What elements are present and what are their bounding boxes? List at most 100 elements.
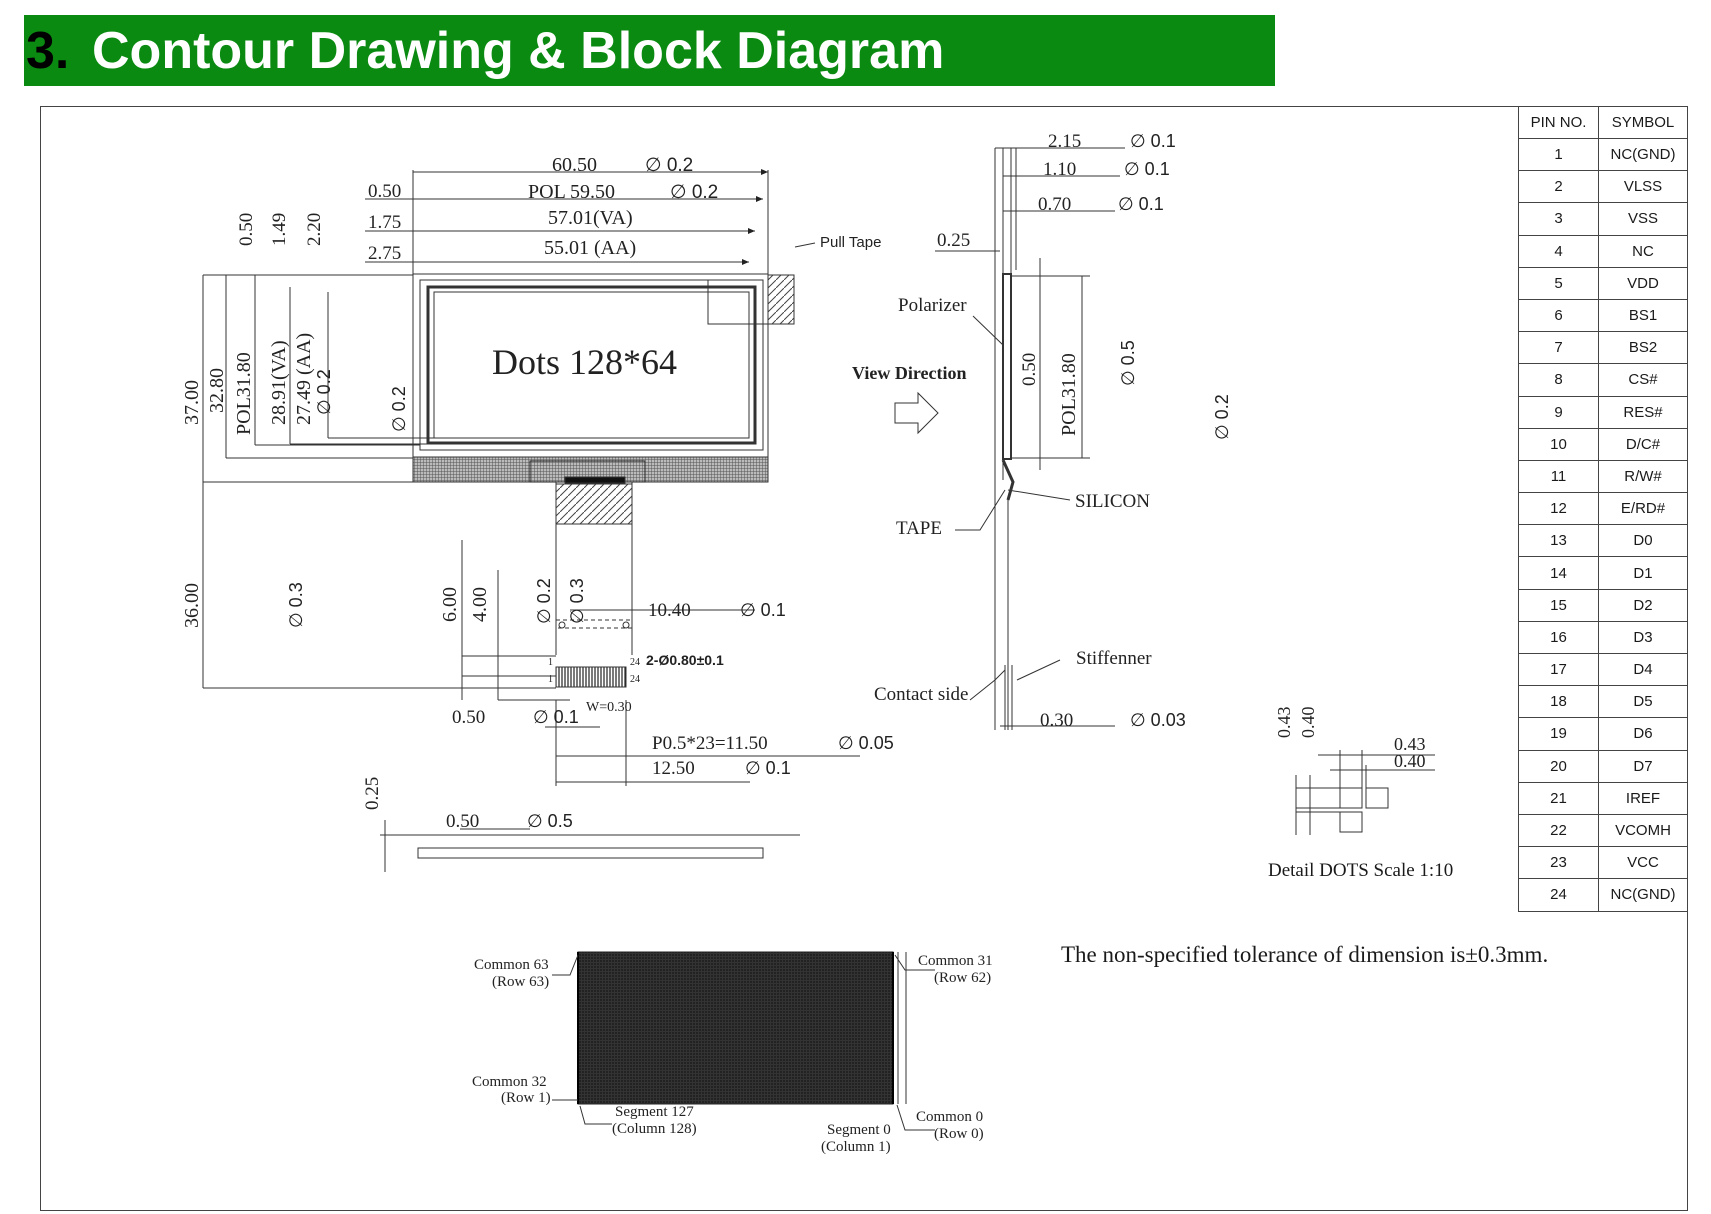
- pin-number: 8: [1518, 363, 1599, 397]
- column-128-label: (Column 128): [612, 1121, 697, 1137]
- dim-fpc-1040-tol: ∅ 0.1: [740, 600, 786, 620]
- section-title: Contour Drawing & Block Diagram: [92, 22, 945, 80]
- pin-symbol: IREF: [1598, 781, 1688, 815]
- pin-symbol: NC: [1598, 234, 1688, 268]
- pin-number: 9: [1518, 395, 1599, 429]
- dim-side-030: 0.30: [1040, 710, 1073, 731]
- side-view-outline: [894, 147, 1125, 730]
- dim-va-height: 28.91(VA): [268, 340, 290, 425]
- detail-dots-drawing: [1295, 750, 1435, 835]
- pin-symbol: NC(GND): [1598, 137, 1688, 172]
- detail-dots-labels: 0.43 0.40 0.43 0.40: [1274, 707, 1426, 772]
- pin-number: 22: [1518, 813, 1599, 848]
- pin-symbol: D0: [1598, 524, 1688, 558]
- common-31-label: Common 31: [918, 953, 993, 969]
- dim-side-070-tol: ∅ 0.1: [1118, 194, 1164, 214]
- dim-aa-width: 55.01 (AA): [544, 237, 636, 259]
- pin-no-header: PIN NO.: [1518, 106, 1599, 139]
- symbol-header: SYMBOL: [1598, 106, 1688, 139]
- pin-symbol: VDD: [1598, 266, 1688, 300]
- pin-symbol: BS2: [1598, 331, 1688, 365]
- common-0-label: Common 0: [916, 1109, 983, 1125]
- pin-symbol: VSS: [1598, 202, 1688, 236]
- tape-label: TAPE: [896, 518, 942, 539]
- active-area: [433, 291, 750, 439]
- detail-dim-040-v: 0.40: [1298, 707, 1318, 739]
- dim-contact-width: W=0.30: [586, 700, 632, 715]
- fpc-stiffener: [555, 483, 633, 525]
- dim-profile-050-tol: ∅ 0.5: [527, 811, 573, 831]
- pin-number: 17: [1518, 652, 1599, 687]
- pin-number: 10: [1518, 427, 1599, 461]
- pin-number: 20: [1518, 749, 1599, 783]
- pin-symbol: VLSS: [1598, 170, 1688, 204]
- pin-number: 2: [1518, 170, 1599, 204]
- pin-mark-1-top: 1: [548, 657, 553, 668]
- pin-number: 15: [1518, 588, 1599, 622]
- detail-dim-043-h: 0.43: [1394, 734, 1426, 754]
- dim-overall-width: 60.50: [552, 154, 597, 176]
- dim-hole-spec: 2-Ø0.80±0.1: [646, 652, 724, 668]
- dim-fpc-050-tol: ∅ 0.1: [533, 707, 579, 727]
- pin-number: 7: [1518, 331, 1599, 365]
- dim-tail-tol: ∅ 0.3: [286, 582, 306, 628]
- dim-offset-275: 2.75: [368, 243, 401, 264]
- pin-mark-1-bottom: 1: [548, 674, 553, 685]
- pull-tape-label: Pull Tape: [820, 234, 881, 251]
- dim-profile-025: 0.25: [362, 777, 383, 810]
- dim-va-width: 57.01(VA): [548, 207, 633, 229]
- dim-offset-175: 1.75: [368, 212, 401, 233]
- polarizer-outline: [419, 279, 764, 451]
- pin-number: 21: [1518, 781, 1599, 815]
- dim-profile-050: 0.50: [446, 811, 479, 832]
- dim-pitch-tol: ∅ 0.05: [838, 733, 894, 753]
- dim-side-thickness-tol: ∅ 0.2: [1212, 394, 1232, 440]
- pin-number: 13: [1518, 524, 1599, 558]
- pin-symbol: D5: [1598, 685, 1688, 719]
- fpc-contacts: [555, 666, 627, 688]
- pin-symbol: D7: [1598, 749, 1688, 783]
- dim-aa-height: 27.49 (AA): [293, 333, 315, 425]
- pin-symbol: D6: [1598, 717, 1688, 751]
- dim-side-pol: POL31.80: [1058, 353, 1080, 436]
- dim-height-3280: 32.80: [206, 368, 228, 413]
- common-32-label: Common 32: [472, 1074, 547, 1090]
- pin-symbol: D3: [1598, 620, 1688, 655]
- pin-number: 23: [1518, 846, 1599, 880]
- dim-v-220: 2.20: [304, 213, 325, 246]
- ic-chip: [564, 476, 626, 484]
- contact-side-label: Contact side: [874, 684, 968, 705]
- pin-symbol: R/W#: [1598, 459, 1688, 494]
- front-view-labels: 60.50 ∅ 0.2 POL 59.50 ∅ 0.2 57.01(VA) 55…: [181, 154, 894, 832]
- dim-pol-height: POL31.80: [233, 352, 255, 435]
- tolerance-note: The non-specified tolerance of dimension…: [1061, 942, 1549, 967]
- pin-symbol: VCOMH: [1598, 813, 1688, 848]
- dim-side-110: 1.10: [1043, 159, 1076, 180]
- pin-symbol: D2: [1598, 588, 1688, 622]
- stiffener-label: Stiffenner: [1076, 648, 1152, 669]
- pin-symbol: BS1: [1598, 298, 1688, 333]
- row-1-label: (Row 1): [501, 1090, 551, 1106]
- detail-dim-040-h: 0.40: [1394, 751, 1426, 771]
